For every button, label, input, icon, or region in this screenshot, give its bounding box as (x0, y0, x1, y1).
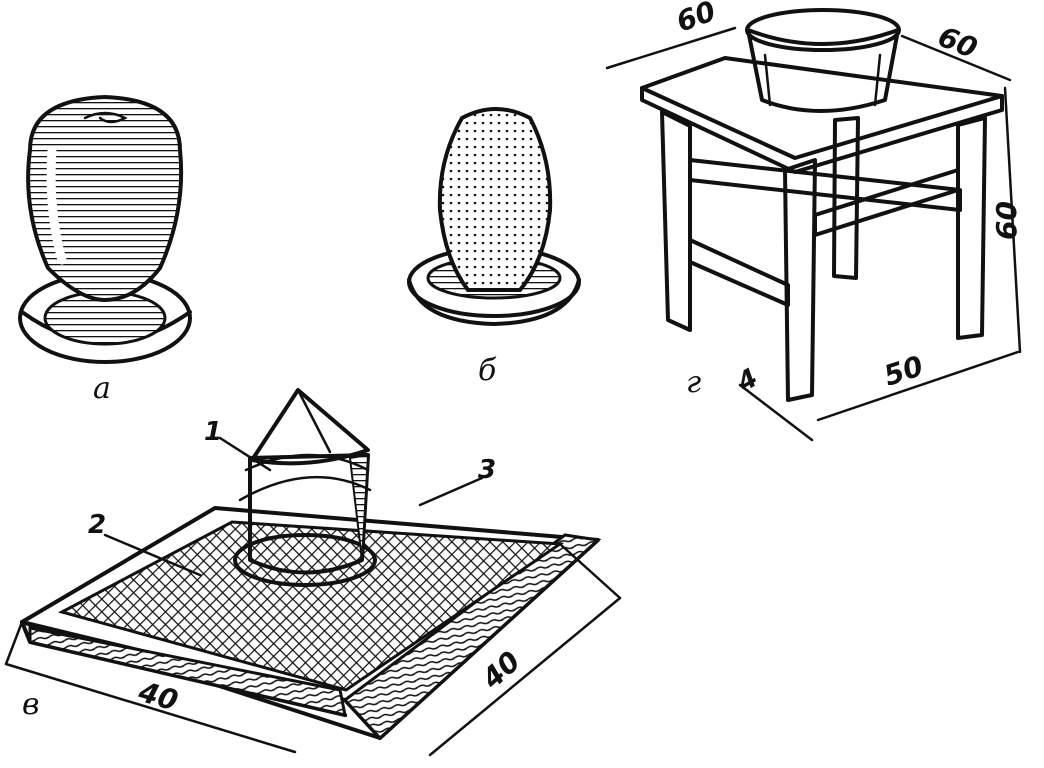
stand-dimension-lines (605, 26, 1022, 442)
dim-stand-height: 60 (990, 201, 1023, 240)
mesh-tray-drinker-v (20, 388, 602, 741)
tray-callout-lines (103, 436, 484, 577)
dim-stand-top-left: 60 (672, 0, 720, 39)
dim-tray-front: 40 (134, 675, 182, 718)
callout-3: 3 (478, 455, 496, 485)
bottle-drinker-b (407, 107, 581, 326)
panel-label-b: б (478, 353, 497, 388)
callout-2: 2 (88, 510, 106, 540)
panel-label-g: г (686, 365, 701, 400)
dim-tray-side: 40 (475, 645, 527, 696)
stand-with-basin-g (640, 8, 1004, 402)
panel-label-a: а (93, 371, 111, 406)
jar-drinker-a (18, 94, 192, 364)
panel-label-v: в (22, 687, 39, 722)
callout-1: 1 (204, 417, 222, 447)
dim-stand-top-right: 60 (933, 20, 981, 65)
dim-stand-leg: 4 (732, 363, 764, 399)
tray-dimension-lines (4, 542, 622, 757)
